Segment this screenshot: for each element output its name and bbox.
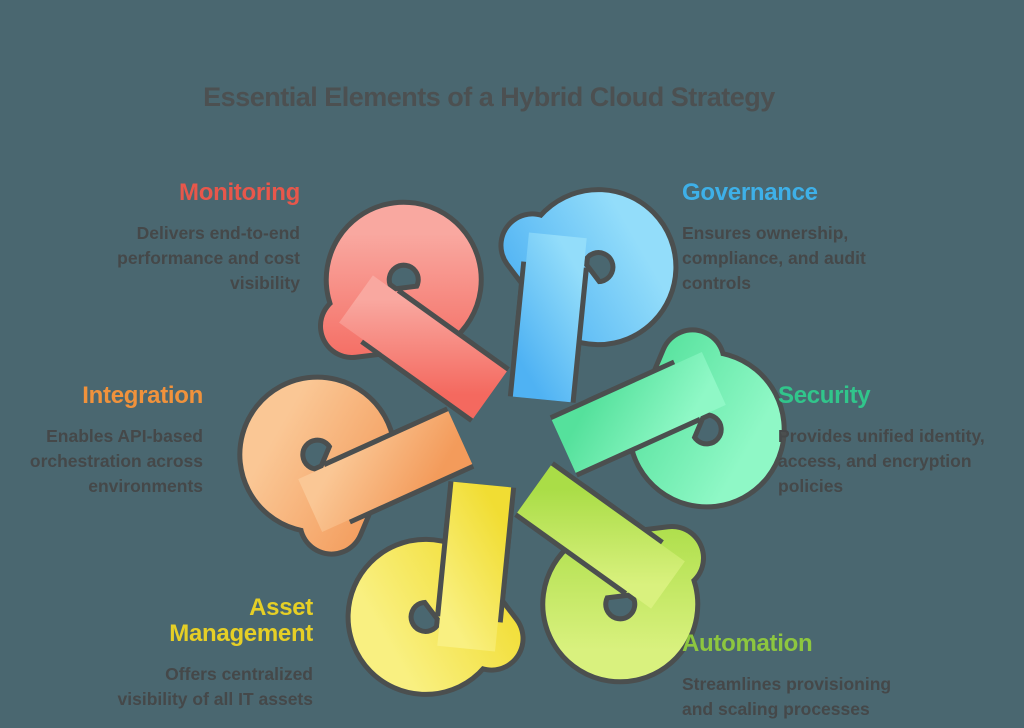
section-governance-heading: Governance: [682, 179, 818, 206]
section-asset-management: Asset Management Offers centralized visi…: [73, 594, 314, 712]
section-automation-heading: Automation: [682, 630, 813, 657]
section-integration-description: Enables API-based orchestration across e…: [29, 425, 203, 496]
section-monitoring-heading: Monitoring: [179, 179, 300, 206]
ribbon-monitoring: [318, 199, 510, 423]
section-security-description: Provides unified identity, access, and e…: [778, 425, 985, 496]
section-security-heading: Security: [778, 382, 871, 409]
ribbon-automation: [514, 461, 706, 685]
section-automation: Automation Streamlines provisioning and …: [682, 631, 972, 722]
page-title: Essential Elements of a Hybrid Cloud Str…: [203, 82, 775, 113]
ribbon-asset-management: [345, 481, 526, 697]
section-governance: Governance Ensures ownership, compliance…: [682, 180, 932, 295]
section-asset-management-description: Offers centralized visibility of all IT …: [117, 663, 314, 709]
section-governance-description: Ensures ownership, compliance, and audit…: [682, 222, 866, 293]
ribbon-security: [549, 327, 787, 510]
ribbon-integration: [237, 374, 475, 557]
section-integration: Integration Enables API-based orchestrat…: [0, 383, 203, 498]
ribbon-governance: [498, 187, 679, 403]
section-integration-heading: Integration: [82, 382, 203, 409]
section-security: Security Provides unified identity, acce…: [778, 383, 1023, 498]
section-monitoring: Monitoring Delivers end-to-end performan…: [60, 180, 300, 295]
section-monitoring-description: Delivers end-to-end performance and cost…: [117, 222, 300, 293]
section-automation-description: Streamlines provisioning and scaling pro…: [682, 673, 892, 719]
section-asset-management-heading: Asset Management: [169, 594, 313, 647]
